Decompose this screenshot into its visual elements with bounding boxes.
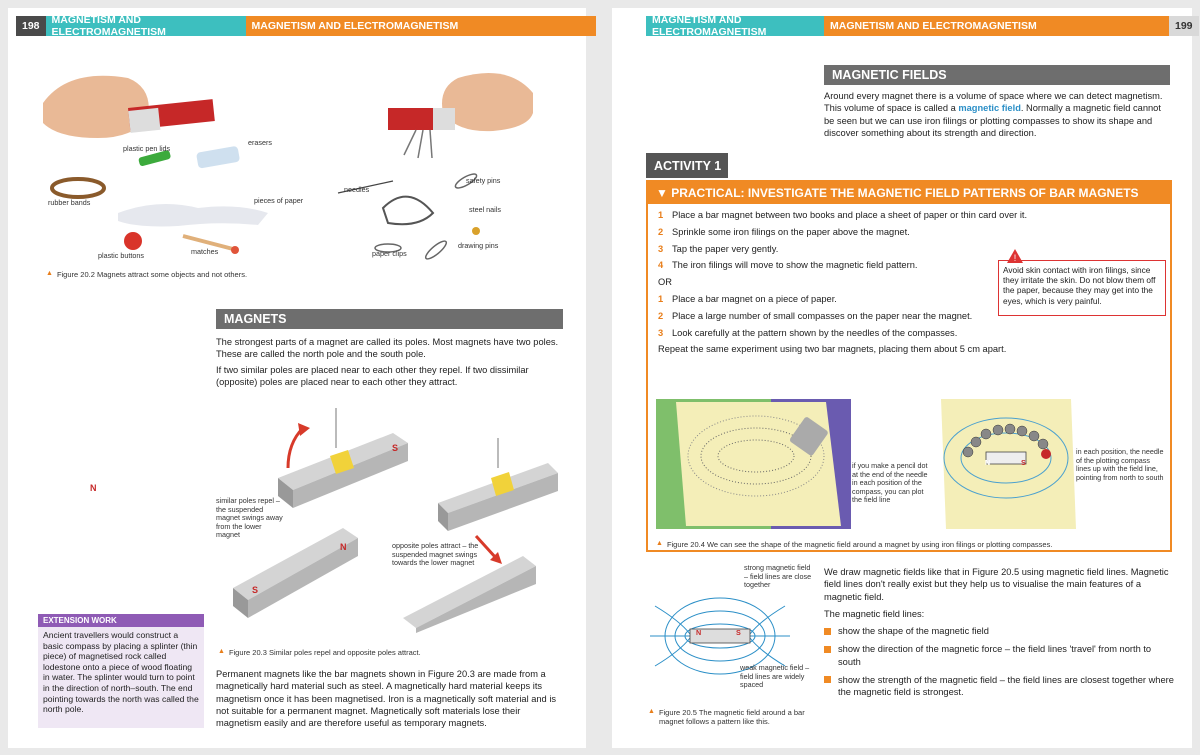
right-page: MAGNETISM AND ELECTROMAGNETISM MAGNETISM…: [612, 8, 1199, 748]
pole-label-n-1: N: [90, 483, 97, 493]
or-text: OR: [658, 277, 672, 288]
hand-right-illustration: [442, 73, 533, 132]
header-topic: MAGNETISM AND ELECTROMAGNETISM: [245, 16, 596, 36]
label-paper-clips: paper clips: [372, 249, 407, 258]
label-safety-pins: safety pins: [466, 176, 501, 185]
magnets-heading: MAGNETS: [216, 309, 563, 329]
practical-title: ▼ PRACTICAL: INVESTIGATE THE MAGNETIC FI…: [648, 182, 1170, 204]
figure-20-3-illustration: [233, 408, 558, 633]
label-rubber-bands: rubber bands: [48, 198, 91, 207]
activity-tab: ACTIVITY 1: [646, 153, 728, 178]
pole-label-s-2: S: [252, 585, 259, 595]
pole-label-n: N: [985, 458, 991, 467]
caption-triangle-icon: ▲: [46, 270, 53, 277]
permanent-magnets-paragraph: Permanent magnets like the bar magnets s…: [216, 669, 557, 729]
pole-label-s: S: [1021, 458, 1026, 467]
figure-20-4-caption: ▲ Figure 20.4 We can see the shape of th…: [656, 540, 1053, 549]
warning-icon: !: [1007, 249, 1023, 263]
svg-text:!: !: [1014, 253, 1017, 263]
page-number: 199: [1169, 16, 1199, 36]
figure-20-4-illustration: [656, 399, 1076, 529]
hand-left-illustration: [43, 75, 149, 138]
label-pen-lids: plastic pen lids: [123, 144, 171, 153]
bullet-square-icon: [824, 627, 831, 635]
label-weak-field: weak magnetic field – field lines are wi…: [740, 663, 810, 689]
practical-box: ▼ PRACTICAL: INVESTIGATE THE MAGNETIC FI…: [646, 180, 1172, 552]
fig205-pole-s: S: [736, 628, 741, 637]
label-drawing-pins: drawing pins: [458, 241, 499, 250]
bullet-item: show the direction of the magnetic force…: [824, 643, 1176, 668]
label-pencil-dot: if you make a pencil dot at the end of t…: [852, 461, 928, 504]
header-chapter: MAGNETISM AND ELECTROMAGNETISM: [45, 14, 246, 38]
magnets-paragraph-2: If two similar poles are placed near to …: [216, 365, 529, 388]
label-compass-position: in each position, the needle of the plot…: [1076, 447, 1164, 482]
left-header: 198 MAGNETISM AND ELECTROMAGNETISM MAGNE…: [16, 14, 596, 38]
right-header: MAGNETISM AND ELECTROMAGNETISM MAGNETISM…: [646, 14, 1199, 38]
caption-triangle-icon: ▲: [218, 648, 225, 655]
magnetic-fields-paragraph: Around every magnet there is a volume of…: [824, 91, 1163, 138]
extension-work-body: Ancient travellers would construct a bas…: [43, 630, 199, 715]
fig205-pole-n: N: [696, 628, 702, 637]
bullet-item: show the strength of the magnetic field …: [824, 674, 1176, 699]
field-lines-bullets: show the shape of the magnetic field sho…: [824, 625, 1176, 704]
header-chapter: MAGNETISM AND ELECTROMAGNETISM: [646, 14, 824, 38]
label-opposite-poles-attract: opposite poles attract – the suspended m…: [392, 541, 479, 567]
left-page: 198 MAGNETISM AND ELECTROMAGNETISM MAGNE…: [8, 8, 596, 748]
repeat-text: Repeat the same experiment using two bar…: [658, 344, 1007, 355]
page-number: 198: [16, 16, 46, 36]
field-lines-paragraph: We draw magnetic fields like that in Fig…: [824, 567, 1169, 602]
header-topic: MAGNETISM AND ELECTROMAGNETISM: [824, 16, 1169, 36]
label-matches: matches: [191, 247, 219, 256]
extension-work-box: EXTENSION WORK Ancient travellers would …: [38, 614, 204, 728]
figure-20-2-illustration: [43, 73, 533, 260]
label-plastic-buttons: plastic buttons: [98, 251, 144, 260]
figure-20-2-caption: ▲ Figure 20.2 Magnets attract some objec…: [46, 270, 248, 279]
label-steel-nails: steel nails: [469, 205, 501, 214]
label-strong-field: strong magnetic field – field lines are …: [744, 563, 812, 589]
bullet-item: show the shape of the magnetic field: [824, 625, 1176, 637]
figure-20-5-illustration: [650, 597, 790, 675]
magnets-paragraph-1: The strongest parts of a magnet are call…: [216, 337, 559, 360]
caption-triangle-icon: ▲: [648, 708, 655, 715]
label-needles: needles: [344, 185, 370, 194]
label-similar-poles-repel: similar poles repel – the suspended magn…: [216, 496, 283, 539]
field-lines-intro: The magnetic field lines:: [824, 609, 925, 619]
bullet-square-icon: [824, 645, 831, 653]
magnetic-fields-heading: MAGNETIC FIELDS: [824, 65, 1170, 85]
magnetic-field-term: magnetic field: [958, 103, 1021, 114]
figure-20-3-caption: ▲ Figure 20.3 Similar poles repel and op…: [218, 648, 421, 657]
pole-label-s-1: S: [392, 443, 399, 453]
label-pieces-of-paper: pieces of paper: [254, 196, 304, 205]
figure-20-5-caption: ▲ Figure 20.5 The magnetic field around …: [648, 708, 805, 726]
safety-warning: ! Avoid skin contact with iron filings, …: [998, 249, 1166, 316]
bullet-square-icon: [824, 676, 831, 684]
extension-work-title: EXTENSION WORK: [38, 614, 204, 627]
pole-label-n-2: N: [340, 542, 347, 552]
caption-triangle-icon: ▲: [656, 540, 663, 547]
label-erasers: erasers: [248, 138, 272, 147]
